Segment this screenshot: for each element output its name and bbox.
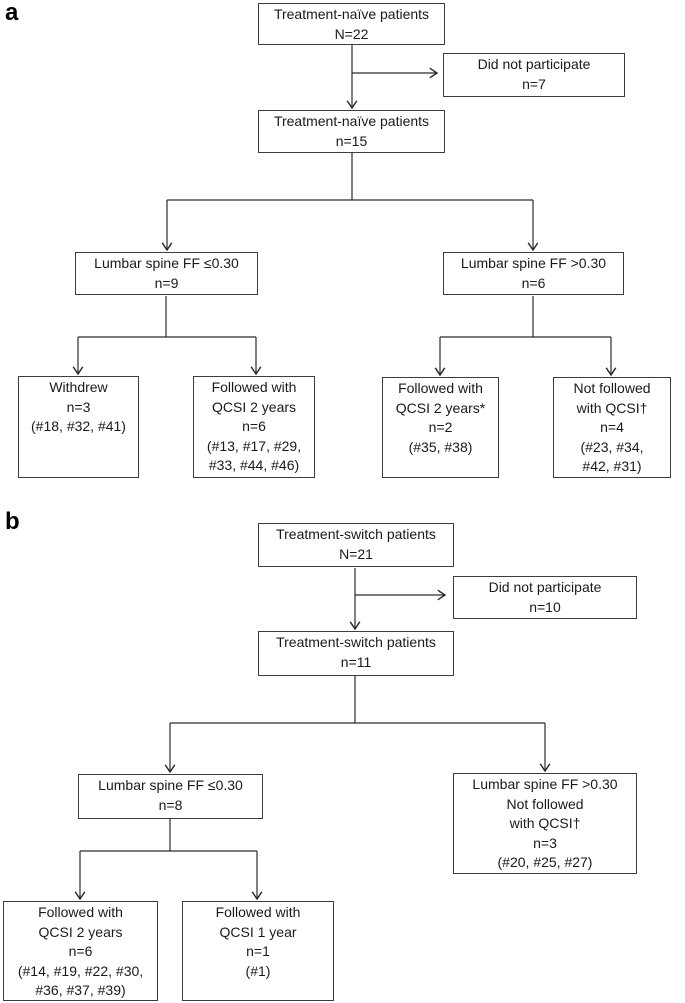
box-b-lumbar-ff-low: Lumbar spine FF ≤0.30 n=8 <box>78 774 263 819</box>
box-a-lumbar-ff-low: Lumbar spine FF ≤0.30 n=9 <box>75 252 258 295</box>
box-b-did-not-participate: Did not participate n=10 <box>453 576 637 619</box>
box-a-not-followed-qcsi: Not followed with QCSI† n=4 (#23, #34, #… <box>553 377 671 478</box>
box-a-did-not-participate: Did not participate n=7 <box>443 53 625 97</box>
box-b-lumbar-ff-high-not-followed: Lumbar spine FF >0.30 Not followed with … <box>453 773 637 874</box>
box-a-lumbar-ff-high: Lumbar spine FF >0.30 n=6 <box>443 252 624 295</box>
box-a-withdrew: Withdrew n=3 (#18, #32, #41) <box>18 376 139 478</box>
box-b-followed-qcsi-2-years: Followed with QCSI 2 years n=6 (#14, #19… <box>3 901 158 1001</box>
box-a-followed-qcsi-2-years-star: Followed with QCSI 2 years* n=2 (#35, #3… <box>382 377 499 478</box>
box-treatment-naive-total: Treatment-naïve patients N=22 <box>258 3 445 45</box>
box-treatment-switch-total: Treatment-switch patients N=21 <box>258 523 454 567</box>
box-treatment-switch-participants: Treatment-switch patients n=11 <box>258 631 454 676</box>
box-b-followed-qcsi-1-year: Followed with QCSI 1 year n=1 (#1) <box>182 901 334 1001</box>
box-treatment-naive-participants: Treatment-naïve patients n=15 <box>258 110 445 153</box>
panel-b-label: b <box>5 508 20 535</box>
panel-a-label: a <box>5 0 19 26</box>
box-a-followed-qcsi-2-years: Followed with QCSI 2 years n=6 (#13, #17… <box>193 376 315 478</box>
